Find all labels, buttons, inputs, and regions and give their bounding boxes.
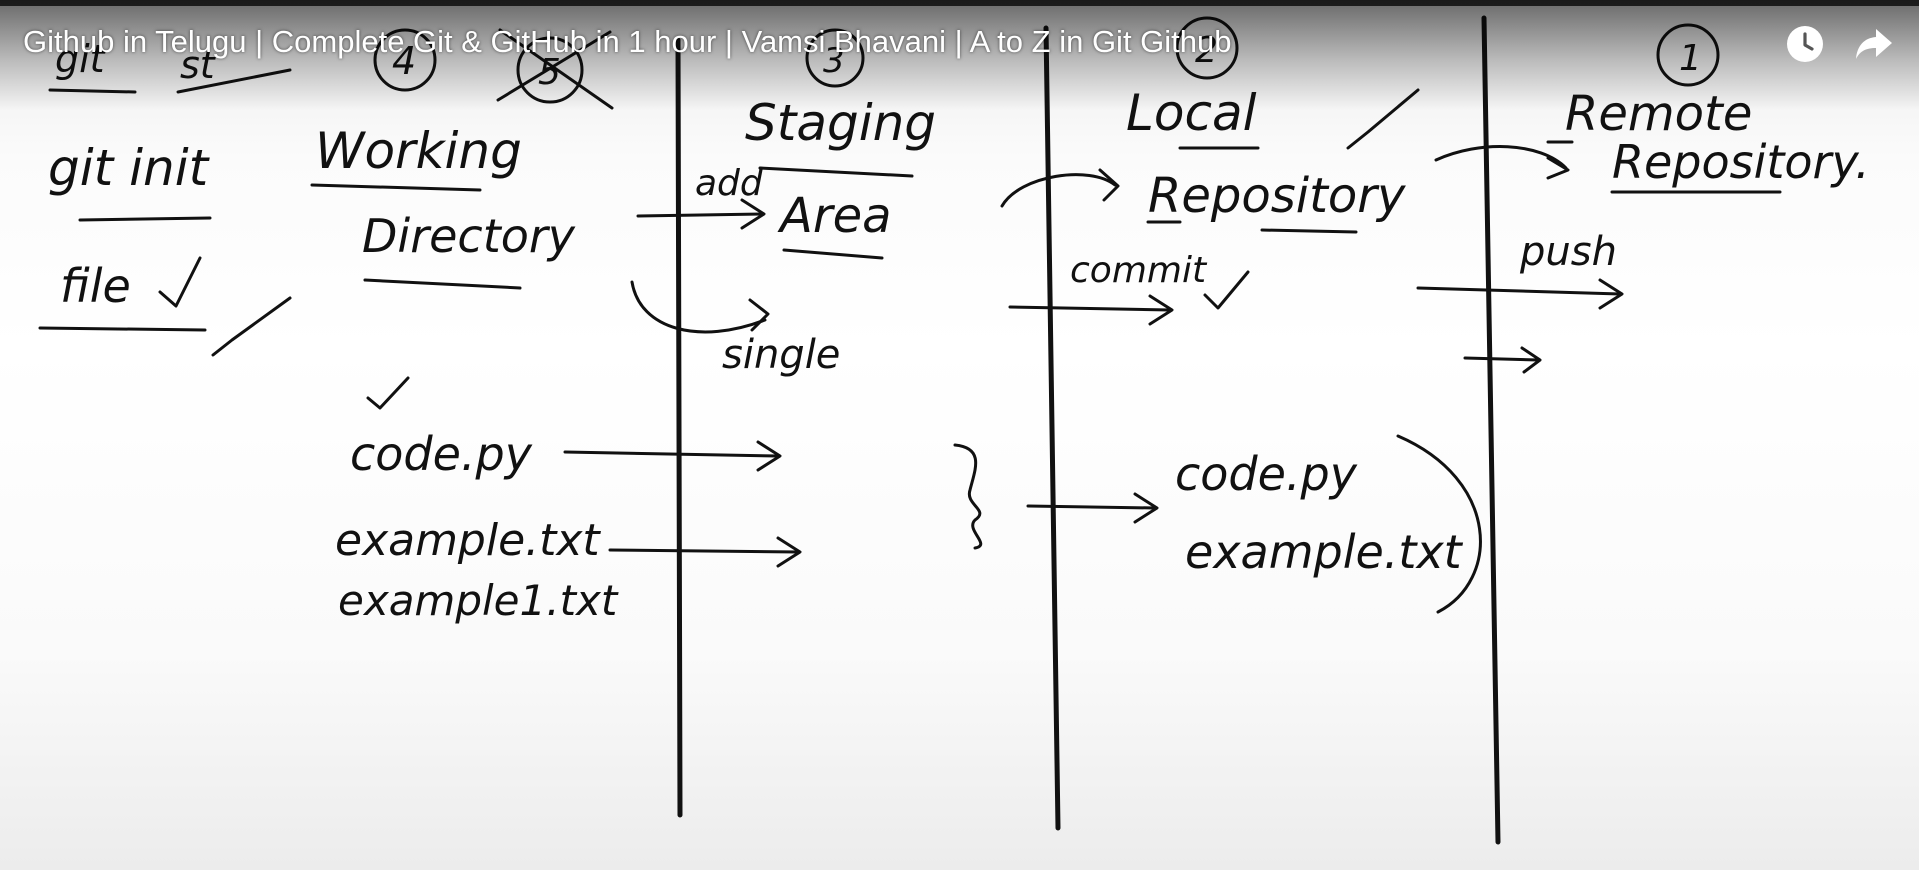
repo-file-1: code.py [1175,447,1358,501]
watch-later-button[interactable] [1783,22,1827,66]
divider-line-2 [1043,25,1061,831]
heading-local-line2: Repository [1148,168,1406,224]
heading-staging-line2: Area [777,188,892,244]
divider-line-3 [1481,15,1501,845]
repo-file-2: example.txt [1185,525,1464,579]
working-file-1: code.py [350,427,533,481]
heading-working-line1: Working [315,122,522,180]
label-add: add [695,163,764,204]
note-file: file [60,259,131,313]
note-git-init: git init [48,139,211,197]
label-commit: commit [1070,250,1208,291]
working-file-2: example.txt [335,515,601,566]
top-progress-strip [0,0,1919,6]
heading-remote-line1: Remote [1565,86,1752,142]
share-button[interactable] [1852,22,1896,66]
divider-line-1 [675,37,683,818]
heading-staging-line1: Staging [745,94,936,152]
clock-icon [1787,26,1823,62]
heading-local-line1: Local [1126,84,1257,142]
label-single: single [722,332,840,378]
working-file-3: example1.txt [338,576,619,625]
heading-working-line2: Directory [362,209,576,263]
label-push: push [1519,229,1617,275]
video-title[interactable]: Github in Telugu | Complete Git & GitHub… [23,24,1232,59]
heading-remote-line2: Repository. [1612,135,1870,189]
share-arrow-icon [1856,29,1892,59]
number-remote: 1 [1679,38,1702,79]
